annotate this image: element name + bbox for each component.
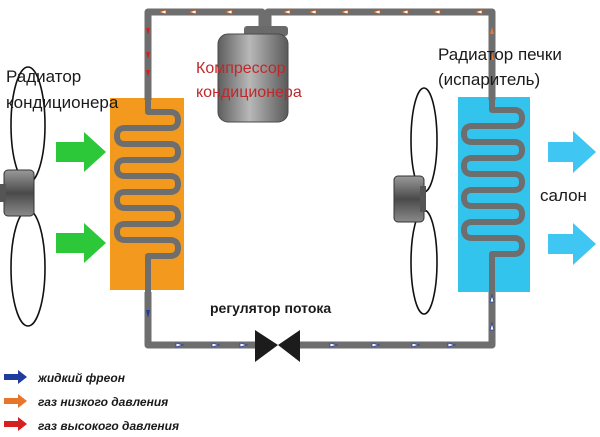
flow-regulator-label: регулятор потока bbox=[210, 300, 331, 316]
flow-arrows-bottom bbox=[175, 342, 457, 348]
legend-label-liquid: жидкий фреон bbox=[37, 371, 126, 385]
air-outflow-arrows bbox=[548, 131, 596, 265]
bowtie-valve-icon bbox=[255, 330, 300, 362]
legend-arrow-blue-icon bbox=[4, 370, 27, 384]
fan-icon bbox=[0, 66, 46, 327]
flow-arrows-right-up bbox=[489, 293, 495, 331]
flow-arrows-right-orange bbox=[490, 27, 494, 60]
evaporator-label-line2: (испаритель) bbox=[438, 70, 540, 89]
legend: жидкий фреон газ низкого давления газ вы… bbox=[4, 370, 179, 433]
condenser-coil bbox=[114, 100, 181, 292]
flow-arrows-top bbox=[157, 9, 483, 15]
flow-arrow-blue bbox=[146, 310, 150, 318]
cabin-label: салон bbox=[540, 186, 587, 205]
compressor-label-line1: Компрессор bbox=[196, 60, 286, 77]
fan-icon bbox=[393, 87, 438, 315]
condenser-label-line1: Радиатор bbox=[6, 67, 81, 86]
legend-label-high-pressure: газ высокого давления bbox=[38, 419, 179, 433]
flow-arrows-left-red bbox=[146, 28, 150, 77]
compressor-label-line2: кондиционера bbox=[196, 84, 302, 101]
legend-item-low-pressure: газ низкого давления bbox=[4, 394, 168, 409]
legend-arrow-red-icon bbox=[4, 417, 27, 431]
condenser-label-line2: кондиционера bbox=[6, 93, 119, 112]
legend-item-liquid: жидкий фреон bbox=[4, 370, 126, 385]
air-inflow-arrows bbox=[56, 132, 106, 263]
evaporator-label-line1: Радиатор печки bbox=[438, 45, 562, 64]
compressor bbox=[217, 26, 289, 123]
evaporator-coil bbox=[461, 100, 525, 292]
legend-label-low-pressure: газ низкого давления bbox=[38, 395, 168, 409]
legend-item-high-pressure: газ высокого давления bbox=[4, 417, 179, 433]
legend-arrow-orange-icon bbox=[4, 394, 27, 408]
